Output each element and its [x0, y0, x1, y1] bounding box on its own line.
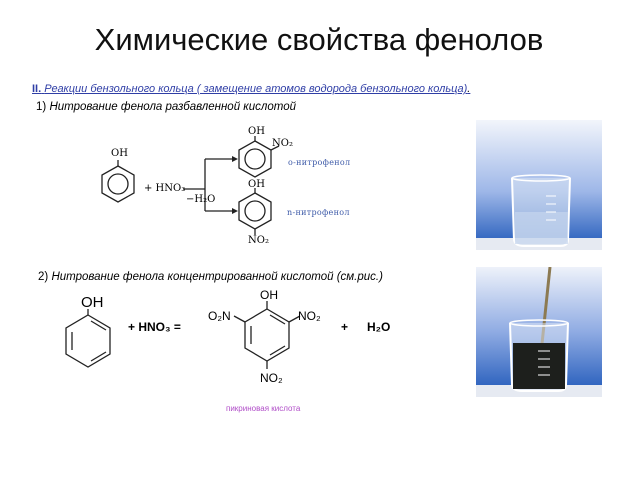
ortho-oh: OH [248, 126, 265, 137]
picric-o2n: O₂N [208, 309, 231, 323]
section-subtitle: II. Реакции бензольного кольца ( замещен… [32, 83, 470, 95]
picric-no2-right: NO₂ [298, 309, 321, 323]
photo-dark-beaker [476, 267, 602, 397]
item-2-heading: 2) Нитрование фенола концентрированной к… [38, 271, 383, 283]
reaction-1-oh: OH [111, 148, 128, 159]
reaction-2-reagent: + HNO₃ = [128, 320, 181, 334]
photo-clear-beaker [476, 120, 602, 250]
picric-oh: OH [260, 288, 278, 302]
water-formula: H₂O [367, 320, 391, 334]
ortho-no2: NO₂ [272, 138, 293, 149]
para-oh: OH [248, 179, 265, 190]
item-1-text: Нитрование фенола разбавленной кислотой [49, 101, 296, 113]
phenol-ring-2 [65, 314, 111, 368]
item-1-number: 1) [36, 101, 47, 113]
picric-no2-bottom: NO₂ [260, 371, 283, 385]
para-no2: NO₂ [248, 235, 269, 246]
page-title: Химические свойства фенолов [94, 22, 544, 57]
item-1-heading: 1) Нитрование фенола разбавленной кислот… [36, 101, 296, 113]
reaction-1-minus-water: −H₂O [186, 194, 216, 205]
section-end: . [467, 83, 471, 95]
section-number: II. [32, 83, 42, 95]
ortho-nitrophenol-label: o-нитрофенол [288, 158, 351, 167]
item-2-number: 2) [38, 271, 49, 283]
reaction-2-oh: OH [81, 294, 104, 311]
item-2-text: Нитрование фенола концентрированной кисл… [51, 271, 383, 283]
plus-sign: + [341, 320, 349, 334]
phenol-ring-1 [101, 165, 135, 203]
picric-acid-label: пикриновая кислота [226, 404, 301, 413]
reaction-1-reagent: + HNO₃ [144, 183, 186, 194]
section-text: Реакции бензольного кольца ( замещение а… [44, 83, 468, 95]
para-nitrophenol-label: n-нитрофенол [287, 208, 350, 217]
